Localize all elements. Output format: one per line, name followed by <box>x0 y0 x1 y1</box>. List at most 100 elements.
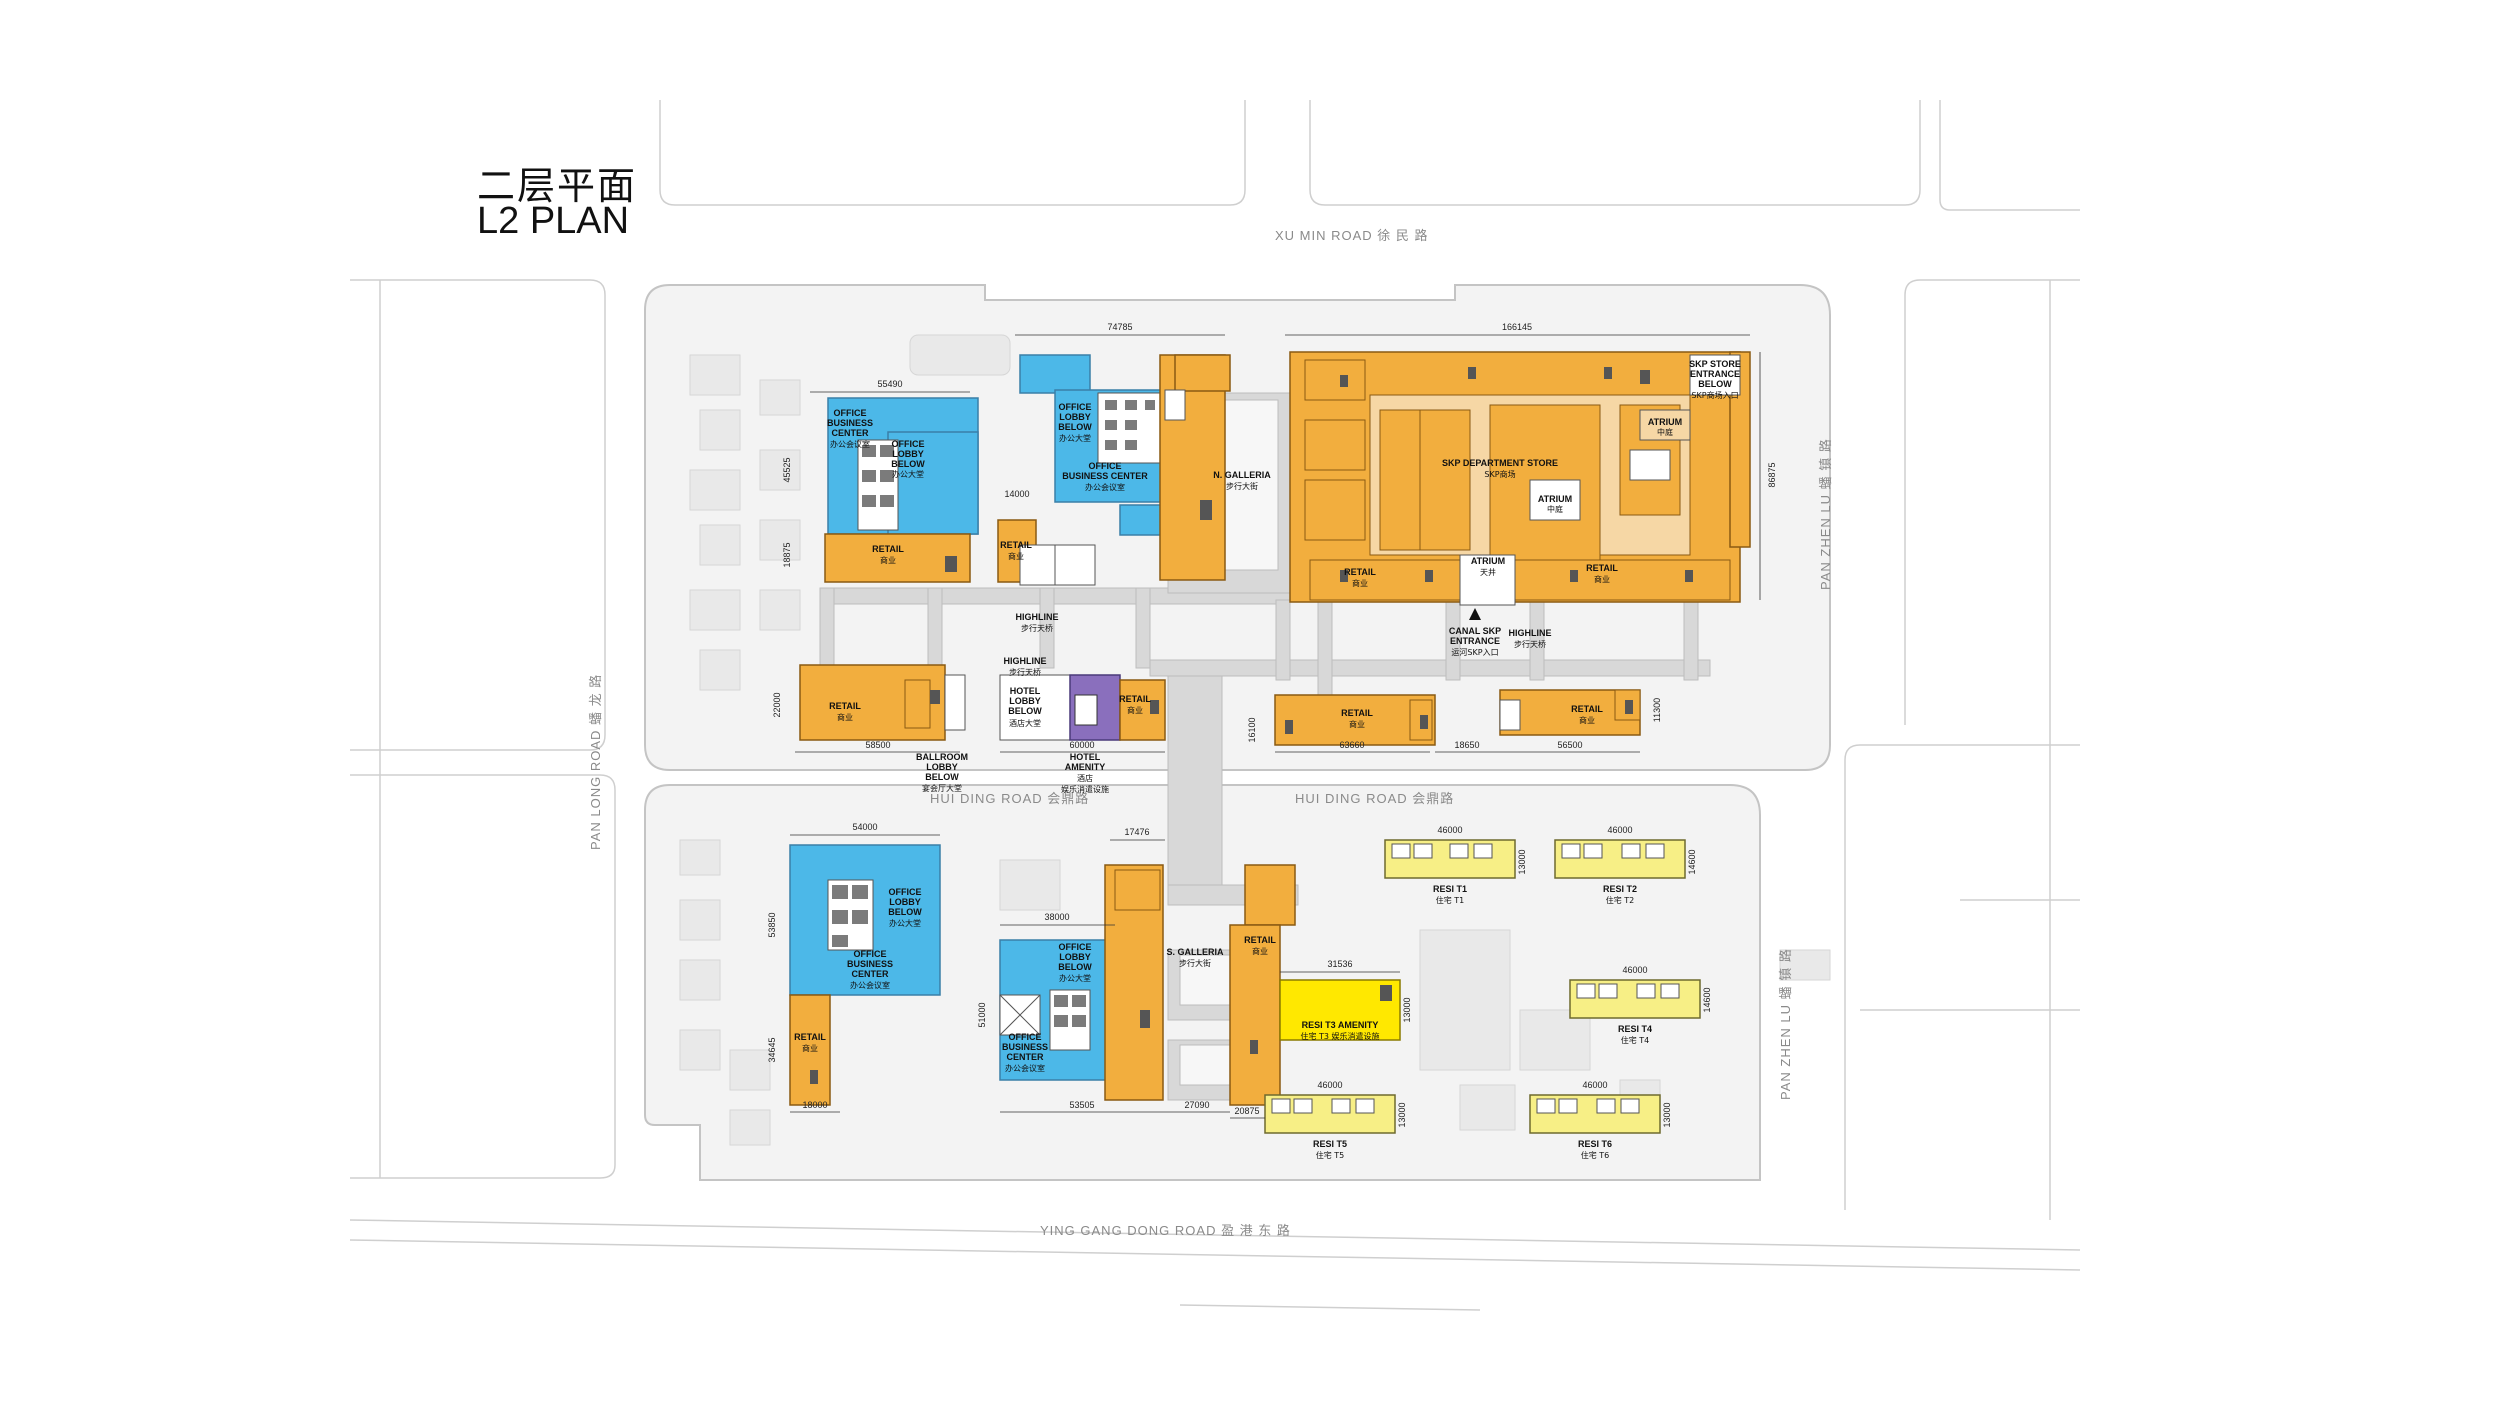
label-retail-middle-east: RETAIL <box>1571 704 1603 714</box>
label-hotel-lobby-3: BELOW <box>1008 706 1042 716</box>
label-highline-2-cn: 步行天桥 <box>1009 667 1041 677</box>
label-office-bc-n-1: OFFICE <box>1089 461 1122 471</box>
dim-27090: 27090 <box>1184 1100 1209 1110</box>
dim-60000: 60000 <box>1069 740 1094 750</box>
label-atrium-ne-cn: 中庭 <box>1657 427 1673 437</box>
dim-46000-t5: 46000 <box>1317 1080 1342 1090</box>
label-retail-middle-west: RETAIL <box>829 701 861 711</box>
label-ballroom-2: LOBBY <box>926 762 958 772</box>
label-retail-middle-west-cn: 商业 <box>837 712 853 722</box>
label-resi-t1: RESI T1 <box>1433 884 1467 894</box>
label-office-bc-nw-1: OFFICE <box>834 408 867 418</box>
label-resi-t3: RESI T3 AMENITY <box>1302 1020 1379 1030</box>
label-ballroom-3: BELOW <box>925 772 959 782</box>
label-office-lobby-n-2: LOBBY <box>1059 412 1091 422</box>
label-hotel-amenity-1: HOTEL <box>1070 752 1101 762</box>
label-s-galleria-cn: 步行大街 <box>1179 958 1211 968</box>
label-office-bc-sw-3: CENTER <box>851 969 889 979</box>
label-office-bc-n-2: BUSINESS CENTER <box>1062 471 1148 481</box>
label-s-galleria: S. GALLERIA <box>1166 947 1224 957</box>
label-office-bc-s-1: OFFICE <box>1009 1032 1042 1042</box>
dim-53505: 53505 <box>1069 1100 1094 1110</box>
label-office-lobby-s-3: BELOW <box>1058 962 1092 972</box>
dim-46000-t4: 46000 <box>1622 965 1647 975</box>
label-office-lobby-s-1: OFFICE <box>1059 942 1092 952</box>
dim-18875: 18875 <box>782 542 792 567</box>
dim-13000-t1: 13000 <box>1517 849 1527 874</box>
label-hotel-lobby-2: LOBBY <box>1009 696 1041 706</box>
dim-74785: 74785 <box>1107 322 1132 332</box>
label-office-bc-s-3: CENTER <box>1006 1052 1044 1062</box>
dim-14600-t4: 14600 <box>1702 987 1712 1012</box>
dimension-labels: 55490 45525 18875 74785 14000 166145 868… <box>767 322 1777 1128</box>
label-retail-skp-left-cn: 商业 <box>1352 578 1368 588</box>
label-office-bc-nw-cn: 办公会议室 <box>830 439 870 449</box>
resi-tower-t1 <box>1384 839 1516 879</box>
label-skp-dept: SKP DEPARTMENT STORE <box>1442 458 1558 468</box>
label-office-lobby-s-2: LOBBY <box>1059 952 1091 962</box>
skp-department-store <box>1289 351 1751 606</box>
north-arrow-icon <box>1469 608 1481 620</box>
dim-11300: 11300 <box>1652 698 1662 722</box>
hotel-building <box>999 674 1166 741</box>
label-n-galleria-cn: 步行大街 <box>1226 481 1258 491</box>
road-label-north: XU MIN ROAD 徐 民 路 <box>1275 228 1429 243</box>
label-atrium-s: ATRIUM <box>1471 556 1505 566</box>
label-retail-skp-left: RETAIL <box>1344 567 1376 577</box>
label-office-lobby-sw-3: BELOW <box>888 907 922 917</box>
dim-17476: 17476 <box>1124 827 1149 837</box>
label-canal-skp-2: ENTRANCE <box>1450 636 1500 646</box>
label-atrium-c-cn: 中庭 <box>1547 504 1563 514</box>
dim-51000: 51000 <box>977 1002 987 1027</box>
label-retail-middle-center: RETAIL <box>1341 708 1373 718</box>
retail-middle-east <box>1499 689 1641 736</box>
resi-t3-amenity <box>1279 979 1401 1041</box>
dim-14000: 14000 <box>1004 489 1029 499</box>
label-skp-dept-cn: SKP商场 <box>1484 469 1515 479</box>
label-skp-entrance-1: SKP STORE <box>1689 359 1741 369</box>
resi-tower-t4 <box>1569 979 1701 1019</box>
dim-18000: 18000 <box>802 1100 827 1110</box>
label-office-lobby-nw-2: LOBBY <box>892 449 924 459</box>
dim-13000-t6: 13000 <box>1662 1102 1672 1127</box>
label-atrium-s-cn: 天井 <box>1480 567 1496 577</box>
dim-22000: 22000 <box>772 692 782 717</box>
label-retail-nw: RETAIL <box>872 544 904 554</box>
office-building-s <box>999 864 1164 1101</box>
dim-34645: 34645 <box>767 1037 777 1062</box>
label-office-lobby-nw-1: OFFICE <box>892 439 925 449</box>
context-linework <box>349 100 2081 1311</box>
label-office-lobby-sw-1: OFFICE <box>889 887 922 897</box>
label-ballroom-cn: 宴会厅大堂 <box>922 783 962 793</box>
dim-20875: 20875 <box>1234 1106 1259 1116</box>
retail-middle-center <box>1274 694 1436 746</box>
retail-building-s <box>1229 864 1296 1106</box>
label-resi-t4: RESI T4 <box>1618 1024 1652 1034</box>
ballroom-lobby-void <box>944 674 966 731</box>
label-resi-t2-cn: 住宅 T2 <box>1606 895 1635 905</box>
label-canal-skp-cn: 运河SKP入口 <box>1451 647 1498 657</box>
label-resi-t5: RESI T5 <box>1313 1139 1347 1149</box>
road-label-west: PAN LONG ROAD 蟠 龙 路 <box>588 674 603 850</box>
dim-18650: 18650 <box>1454 740 1479 750</box>
label-highline-2: HIGHLINE <box>1003 656 1046 666</box>
dim-13000: 13000 <box>1402 997 1412 1022</box>
label-resi-t2: RESI T2 <box>1603 884 1637 894</box>
office-building-sw <box>789 844 941 1106</box>
label-hotel-amenity-cn2: 娱乐消遣设施 <box>1061 784 1109 794</box>
label-office-bc-sw-cn: 办公会议室 <box>850 980 890 990</box>
road-label-middle-left: HUI DING ROAD 会鼎路 <box>930 791 1089 806</box>
label-office-lobby-nw-3: BELOW <box>891 459 925 469</box>
label-office-lobby-n-3: BELOW <box>1058 422 1092 432</box>
label-office-bc-sw-1: OFFICE <box>854 949 887 959</box>
label-office-bc-nw-2: BUSINESS <box>827 418 873 428</box>
dim-54000: 54000 <box>852 822 877 832</box>
dim-166145: 166145 <box>1502 322 1532 332</box>
label-retail-sw: RETAIL <box>794 1032 826 1042</box>
label-office-bc-s-cn: 办公会议室 <box>1005 1063 1045 1073</box>
label-retail-middle-east-cn: 商业 <box>1579 715 1595 725</box>
dim-56500: 56500 <box>1557 740 1582 750</box>
label-retail-middle-center-cn: 商业 <box>1349 719 1365 729</box>
dim-58500: 58500 <box>865 740 890 750</box>
road-label-east-lower: PAN ZHEN LU 蟠 镇 路 <box>1778 948 1793 1100</box>
